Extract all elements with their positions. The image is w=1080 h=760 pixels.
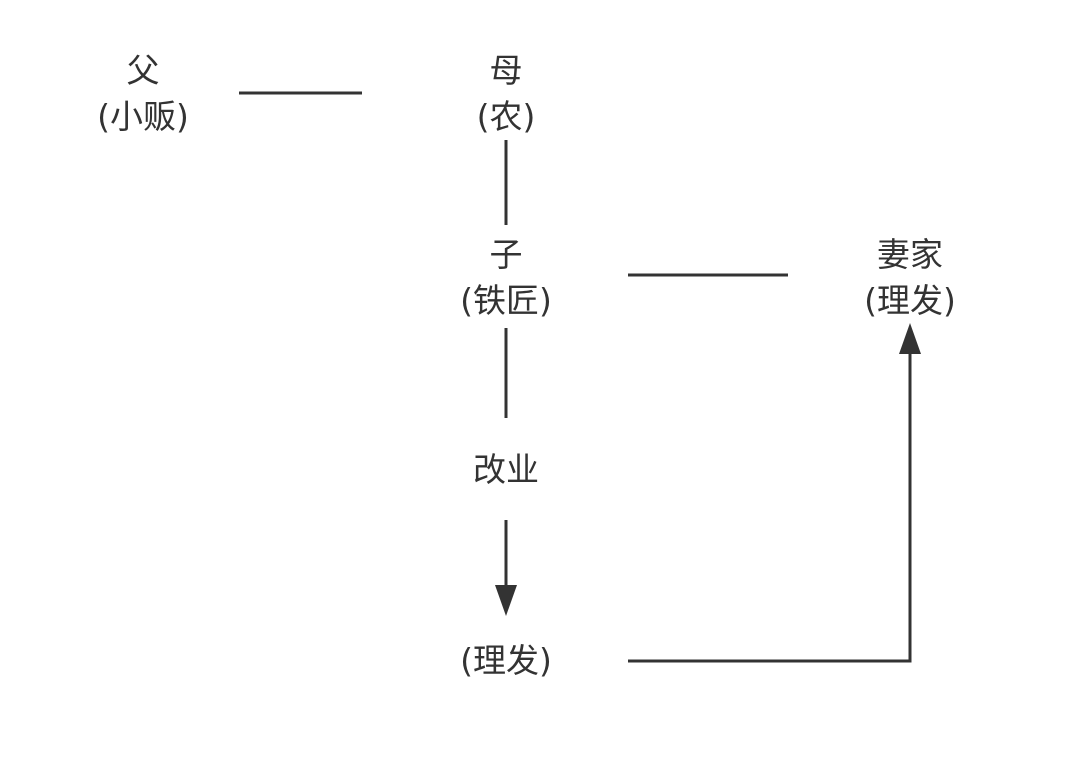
node-change: 改业 (406, 447, 606, 493)
node-mother-name: 母 (489, 51, 523, 90)
node-wife-family-occupation: (理发) (864, 281, 956, 320)
node-father-occupation: (小贩) (97, 97, 189, 136)
node-wife-family: 妻家 (理发) (810, 232, 1010, 324)
node-new-job-occupation: (理发) (460, 641, 552, 680)
node-change-label: 改业 (473, 450, 539, 489)
node-son: 子 (铁匠) (406, 232, 606, 324)
arrowhead-down-icon (495, 585, 517, 616)
arrowhead-up-icon (899, 323, 921, 354)
node-mother-occupation: (农) (476, 97, 536, 136)
node-wife-family-name: 妻家 (877, 235, 943, 274)
node-son-name: 子 (489, 235, 523, 274)
arrow-new-job-to-wife-family (628, 352, 912, 663)
node-father: 父 (小贩) (43, 48, 243, 140)
node-father-name: 父 (126, 51, 160, 90)
node-new-job: (理发) (406, 638, 606, 684)
node-mother: 母 (农) (406, 48, 606, 140)
node-son-occupation: (铁匠) (460, 281, 552, 320)
